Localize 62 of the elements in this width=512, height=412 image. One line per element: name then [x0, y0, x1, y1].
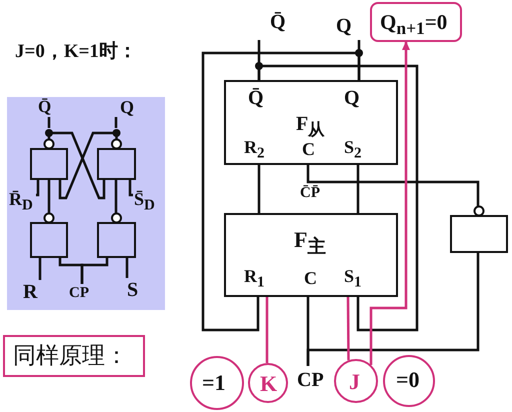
- input-circle: [334, 359, 378, 403]
- node-text: K: [260, 373, 278, 395]
- value-circle: [190, 356, 244, 410]
- arrow: [370, 41, 410, 365]
- gate-block: [97, 213, 136, 258]
- wire: [258, 64, 418, 332]
- flip-flop-block: [224, 213, 398, 297]
- pin-label: R$_{1}$: [244, 267, 264, 291]
- gate-block: [97, 128, 136, 180]
- pin-text: Q: [120, 98, 134, 116]
- pin-label: C: [302, 140, 315, 158]
- pin-label: Q: [344, 88, 360, 108]
- node-text: =1: [202, 372, 226, 394]
- wire: [38, 258, 42, 280]
- pin-label: R$_{2}$: [244, 138, 264, 162]
- pin-label: F$_{主}$: [294, 229, 326, 256]
- flip-flop-block: [224, 80, 398, 165]
- pin-text: Q̄: [38, 98, 52, 115]
- gate-block: [30, 128, 68, 180]
- wire: [306, 165, 480, 206]
- result-box: [370, 2, 462, 42]
- wire: [128, 180, 133, 196]
- input-circle: [248, 363, 288, 403]
- wire: [68, 132, 106, 200]
- wire: [114, 180, 118, 213]
- wire: [48, 180, 50, 213]
- wire: [346, 297, 350, 360]
- pin-text: CP: [69, 286, 89, 301]
- pin-label: S$_{2}$: [344, 138, 362, 162]
- pin-label: Q̄: [248, 88, 264, 108]
- wire: [306, 253, 480, 366]
- pin-label: F$_{从}$: [296, 114, 326, 139]
- pin-text: Q: [336, 16, 352, 36]
- title: J=0，K=1时：: [15, 42, 137, 61]
- wire: [266, 297, 268, 363]
- wire: [114, 117, 118, 128]
- pin-text: R̄$_{D}$: [9, 190, 33, 214]
- wire: [126, 258, 128, 278]
- wire: [48, 117, 50, 128]
- wire: [58, 132, 97, 200]
- circuit-panel: [7, 97, 165, 310]
- pin-label: S$_{1}$: [344, 267, 362, 291]
- node-text: 同样原理：: [13, 345, 128, 368]
- signal-label: C̄P̄: [300, 186, 320, 201]
- pin-text: S: [127, 280, 138, 300]
- value-circle: [383, 355, 435, 407]
- pin-text: S̄$_{D}$: [134, 190, 155, 214]
- pin-text: CP: [297, 370, 324, 390]
- wire: [258, 165, 260, 213]
- pin-text: Q̄: [270, 12, 286, 32]
- wire: [356, 165, 360, 213]
- wire: [202, 52, 360, 332]
- inverter-gate: [450, 206, 508, 253]
- gate-block: [30, 213, 68, 258]
- node-text: Q$_{n+1}$=0: [380, 12, 448, 38]
- node-text: J: [349, 371, 360, 393]
- node-text: =0: [396, 369, 420, 391]
- pin-label: C: [304, 269, 317, 287]
- wire: [80, 258, 108, 284]
- wire: [36, 180, 40, 196]
- pin-text: R: [23, 282, 38, 302]
- note-box: [3, 335, 145, 377]
